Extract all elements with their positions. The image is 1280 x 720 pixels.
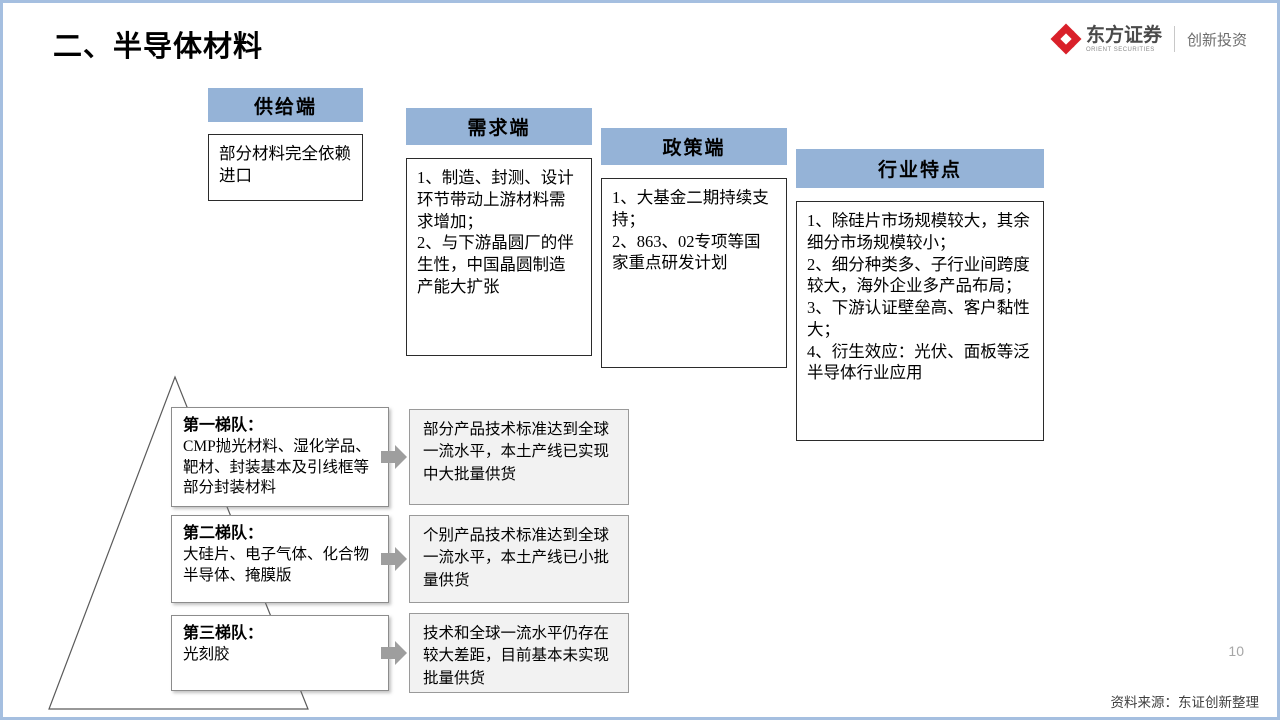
flow-header-industry: 行业特点	[796, 149, 1044, 188]
orient-securities-diamond-icon	[1050, 23, 1082, 55]
arrow-right-tier-2	[381, 547, 407, 571]
result-box-3: 技术和全球一流水平仍存在较大差距，目前基本未实现批量供货	[409, 613, 629, 693]
logo-tagline: 创新投资	[1186, 31, 1247, 49]
flow-header-demand: 需求端	[406, 108, 592, 145]
logo-name-en: ORIENT SECURITIES	[1085, 46, 1155, 53]
logo-name-cn: 东方证券	[1085, 24, 1162, 46]
tier-1-text: CMP抛光材料、湿化学品、靶材、封装基本及引线框等部分封装材料	[183, 438, 371, 497]
tier-3-text: 光刻胶	[183, 646, 230, 664]
flow-body-demand: 1、制造、封测、设计环节带动上游材料需求增加； 2、与下游晶圆厂的伴生性，中国晶…	[406, 158, 592, 356]
result-box-1: 部分产品技术标准达到全球一流水平，本土产线已实现中大批量供货	[409, 409, 629, 505]
flow-body-industry: 1、除硅片市场规模较大，其余细分市场规模较小； 2、细分种类多、子行业间跨度较大…	[796, 201, 1044, 441]
source-note: 资料来源：东证创新整理	[1110, 695, 1260, 710]
tier-box-1: 第一梯队： CMP抛光材料、湿化学品、靶材、封装基本及引线框等部分封装材料	[171, 407, 389, 507]
arrow-right-tier-1	[381, 445, 407, 469]
tier-2-title: 第二梯队：	[183, 525, 264, 542]
page-title: 二、半导体材料	[53, 31, 264, 63]
flow-body-policy: 1、大基金二期持续支持； 2、863、02专项等国家重点研发计划	[601, 178, 787, 368]
tier-box-2: 第二梯队： 大硅片、电子气体、化合物半导体、掩膜版	[171, 515, 389, 603]
result-box-2: 个别产品技术标准达到全球一流水平，本土产线已小批量供货	[409, 515, 629, 603]
tier-1-title: 第一梯队：	[183, 417, 264, 434]
tier-box-3: 第三梯队： 光刻胶	[171, 615, 389, 691]
flow-header-supply: 供给端	[208, 88, 363, 122]
tier-3-title: 第三梯队：	[183, 625, 264, 642]
flow-body-supply: 部分材料完全依赖进口	[208, 134, 363, 201]
brand-logo: 东方证券 ORIENT SECURITIES 创新投资	[1050, 21, 1247, 57]
tier-2-text: 大硅片、电子气体、化合物半导体、掩膜版	[183, 546, 370, 584]
logo-divider	[1173, 26, 1175, 52]
page-number: 10	[1228, 643, 1244, 659]
flow-header-policy: 政策端	[601, 128, 787, 165]
arrow-right-tier-3	[381, 641, 407, 665]
